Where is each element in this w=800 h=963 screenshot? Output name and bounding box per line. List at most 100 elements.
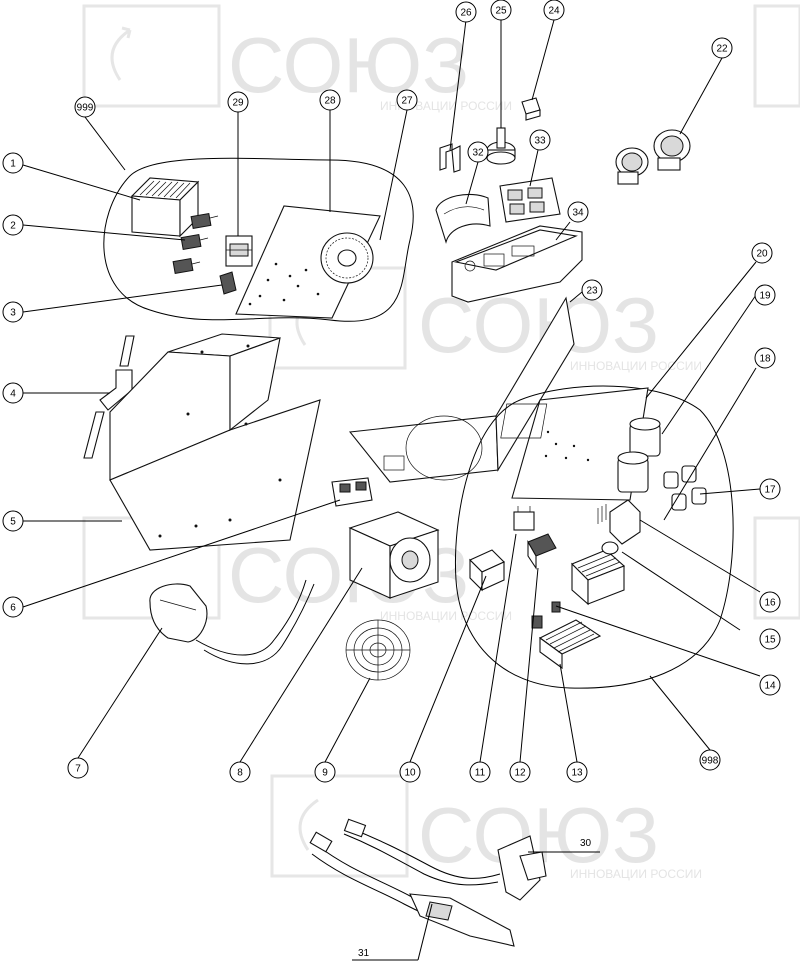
callout-20: 20 bbox=[751, 242, 773, 264]
callout-4: 4 bbox=[2, 382, 24, 404]
callout-27: 27 bbox=[396, 89, 418, 111]
part-4-handle bbox=[83, 335, 135, 459]
callout-32: 32 bbox=[467, 141, 489, 163]
callout-17: 17 bbox=[759, 478, 781, 500]
svg-text:23: 23 bbox=[586, 286, 598, 297]
svg-text:17: 17 bbox=[764, 485, 776, 496]
svg-text:8: 8 bbox=[237, 768, 243, 779]
callout-33: 33 bbox=[529, 129, 551, 151]
callout-23: 23 bbox=[581, 279, 603, 301]
part-31-clamp bbox=[309, 831, 515, 947]
svg-text:11: 11 bbox=[475, 768, 486, 779]
callout-18: 18 bbox=[754, 347, 776, 369]
svg-text:4: 4 bbox=[10, 389, 16, 400]
callout-29: 29 bbox=[227, 91, 249, 113]
callout-30: 30 bbox=[580, 838, 592, 849]
part-13-heatsink bbox=[531, 601, 602, 670]
callout-34: 34 bbox=[567, 201, 589, 223]
part-29-transformer bbox=[225, 235, 253, 267]
svg-text:7: 7 bbox=[75, 764, 81, 775]
svg-text:20: 20 bbox=[756, 249, 768, 260]
svg-text:22: 22 bbox=[716, 44, 728, 55]
part-27-toroid bbox=[320, 232, 374, 284]
callout-12: 12 bbox=[509, 761, 531, 783]
svg-text:27: 27 bbox=[401, 96, 413, 107]
part-34-front-housing bbox=[451, 225, 583, 303]
callout-1: 1 bbox=[2, 152, 24, 174]
callout-999: 999 bbox=[74, 96, 96, 118]
svg-text:19: 19 bbox=[759, 291, 771, 302]
svg-text:33: 33 bbox=[534, 136, 546, 147]
part-3-chip bbox=[219, 271, 237, 295]
callout-24: 24 bbox=[543, 0, 565, 21]
svg-text:998: 998 bbox=[702, 756, 719, 767]
part-33-panel bbox=[499, 177, 561, 223]
part-1-heatsink bbox=[130, 177, 200, 238]
callout-26: 26 bbox=[455, 1, 477, 23]
watermark-bottom: СОЮЗ ИННОВАЦИИ РОССИИ bbox=[270, 774, 702, 881]
callout-13: 13 bbox=[566, 761, 588, 783]
svg-text:34: 34 bbox=[572, 208, 584, 219]
callout-22: 22 bbox=[711, 37, 733, 59]
part-32-cover bbox=[435, 193, 491, 244]
callout-31: 31 bbox=[358, 948, 370, 959]
svg-text:25: 25 bbox=[495, 6, 507, 17]
part-7-plug bbox=[149, 579, 315, 665]
svg-text:999: 999 bbox=[77, 103, 94, 114]
part-9-fan-guard bbox=[345, 619, 411, 681]
svg-text:6: 6 bbox=[10, 603, 16, 614]
part-22-connectors bbox=[615, 129, 691, 185]
watermark-tagline: ИННОВАЦИИ РОССИИ bbox=[380, 609, 512, 623]
svg-text:24: 24 bbox=[548, 6, 560, 17]
callout-28: 28 bbox=[319, 89, 341, 111]
part-26-bracket bbox=[439, 143, 461, 173]
callout-2: 2 bbox=[2, 214, 24, 236]
part-20-pcb bbox=[500, 387, 649, 501]
part-5-cover-shell bbox=[109, 333, 321, 551]
callout-8: 8 bbox=[229, 761, 251, 783]
callout-15: 15 bbox=[759, 628, 781, 650]
svg-text:32: 32 bbox=[472, 148, 484, 159]
svg-text:12: 12 bbox=[514, 768, 526, 779]
svg-text:13: 13 bbox=[571, 768, 583, 779]
part-2-transistors bbox=[172, 212, 219, 275]
svg-text:3: 3 bbox=[10, 308, 16, 319]
svg-text:16: 16 bbox=[764, 598, 776, 609]
watermark-top: СОЮЗ ИННОВАЦИИ РОССИИ bbox=[82, 4, 800, 113]
callout-14: 14 bbox=[759, 674, 781, 696]
part-23-chassis bbox=[348, 296, 575, 483]
part-10-relay bbox=[469, 549, 505, 592]
watermark-tagline: ИННОВАЦИИ РОССИИ bbox=[570, 867, 702, 881]
svg-text:26: 26 bbox=[460, 8, 472, 19]
watermark-brand: СОЮЗ bbox=[228, 21, 469, 109]
callout-10: 10 bbox=[399, 761, 421, 783]
svg-text:1: 1 bbox=[10, 159, 16, 170]
callout-7: 7 bbox=[67, 757, 89, 779]
svg-text:14: 14 bbox=[764, 681, 776, 692]
svg-text:10: 10 bbox=[404, 768, 416, 779]
part-25-potentiometer bbox=[486, 127, 516, 165]
part-16-transformer bbox=[597, 499, 641, 545]
callout-998: 998 bbox=[699, 749, 721, 771]
callout-25: 25 bbox=[490, 0, 512, 21]
svg-text:18: 18 bbox=[759, 354, 771, 365]
part-17-small-capacitors bbox=[663, 465, 707, 511]
leader-lines bbox=[22, 19, 761, 961]
part-19-capacitors bbox=[617, 417, 661, 493]
svg-text:29: 29 bbox=[232, 98, 244, 109]
part-24-knob bbox=[521, 97, 541, 121]
part-11-bridge bbox=[513, 506, 535, 531]
group-999-outline bbox=[103, 157, 414, 322]
part-8-fan bbox=[348, 511, 440, 599]
callout-9: 9 bbox=[314, 761, 336, 783]
svg-text:9: 9 bbox=[322, 768, 328, 779]
watermark-tagline: ИННОВАЦИИ РОССИИ bbox=[570, 359, 702, 373]
callout-16: 16 bbox=[759, 591, 781, 613]
callout-6: 6 bbox=[2, 596, 24, 618]
svg-text:2: 2 bbox=[10, 221, 16, 232]
svg-text:15: 15 bbox=[764, 635, 776, 646]
svg-text:28: 28 bbox=[324, 96, 336, 107]
callout-5: 5 bbox=[2, 510, 24, 532]
group-998-outline bbox=[454, 385, 734, 689]
